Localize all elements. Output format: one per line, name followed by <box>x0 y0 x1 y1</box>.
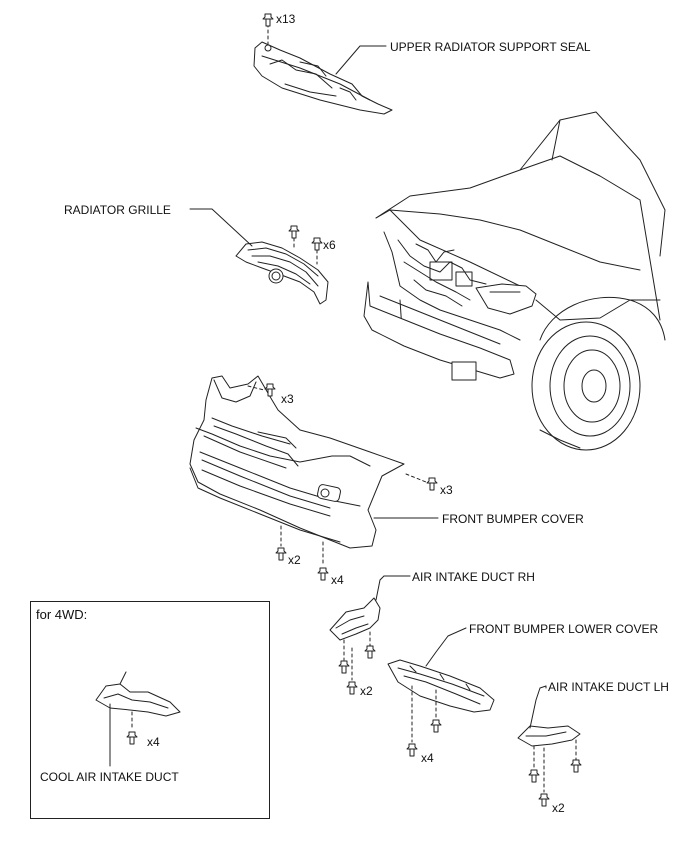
qty-lh-duct-clips: x2 <box>552 801 565 815</box>
qty-rh-duct-clips: x2 <box>360 684 373 698</box>
qty-bumper-bottom-right: x4 <box>331 573 344 587</box>
vehicle-outline <box>363 111 666 451</box>
front-bumper-cover-part <box>189 375 438 581</box>
radiator-grille-part <box>235 225 329 305</box>
label-cool-air-intake-duct: COOL AIR INTAKE DUCT <box>40 770 179 784</box>
grille-leader-line <box>189 208 253 247</box>
qty-cool-duct-clips: x4 <box>147 735 160 749</box>
label-air-intake-duct-rh: AIR INTAKE DUCT RH <box>412 570 535 584</box>
cool-air-intake-duct-part <box>95 671 181 767</box>
label-front-bumper-cover: FRONT BUMPER COVER <box>442 512 584 526</box>
qty-bumper-upper-screws: x3 <box>281 392 294 406</box>
qty-seal-clips: x13 <box>276 12 296 26</box>
inset-title: for 4WD: <box>36 607 88 622</box>
qty-grille-clips: x6 <box>323 238 336 252</box>
air-intake-duct-rh-part <box>329 575 385 695</box>
qty-lower-cover-clips: x4 <box>421 751 434 765</box>
qty-bumper-bottom-left: x2 <box>288 553 301 567</box>
qty-bumper-side-screws: x3 <box>440 483 453 497</box>
upper-radiator-support-seal-part <box>253 13 393 115</box>
for-4wd-inset: for 4WD: <box>30 601 270 819</box>
label-air-intake-duct-lh: AIR INTAKE DUCT LH <box>548 680 669 694</box>
label-radiator-grille: RADIATOR GRILLE <box>64 203 171 217</box>
air-intake-duct-lh-part <box>517 685 582 807</box>
label-front-bumper-lower-cover: FRONT BUMPER LOWER COVER <box>469 622 659 636</box>
seal-leader-line <box>335 45 387 75</box>
label-upper-radiator-support-seal: UPPER RADIATOR SUPPORT SEAL <box>390 40 591 54</box>
front-bumper-lower-cover-part <box>387 627 495 757</box>
